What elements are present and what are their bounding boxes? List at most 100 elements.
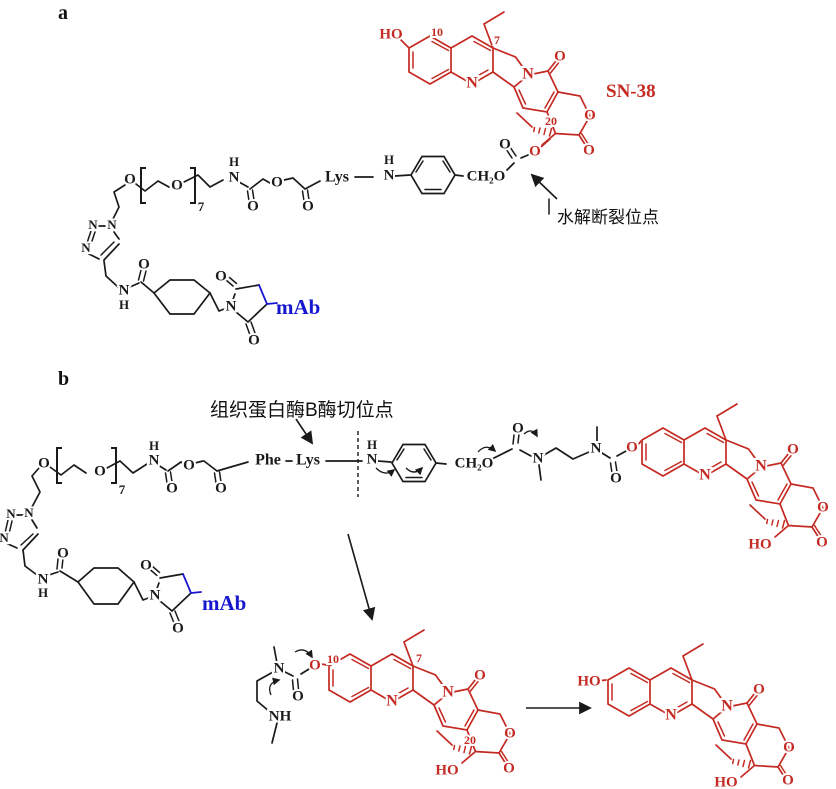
atom-label: O [166,480,178,496]
atom-label: O [512,420,524,436]
atom-label: N [81,240,91,255]
atom-label: O [787,441,799,457]
atom-label: HO [714,774,737,789]
mab-label-panel-b: mAb [202,591,247,615]
panel-a-sn38-extras [399,38,551,148]
atom-label: N [226,298,237,314]
panel-a-linker [86,146,529,336]
panel-a-letter: a [58,2,68,24]
atom-label: HO [379,26,402,42]
atom-label: N [38,571,49,587]
atom-label: 7 [198,199,205,214]
atom-label: N [591,440,602,456]
atom-label: O [292,688,304,704]
hydrolysis-site-note: 水解断裂位点 [557,208,659,227]
atom-label: N [665,707,677,724]
atom-label: 10 [327,652,339,666]
release-arrow-down [347,533,376,621]
atom-label: N [755,458,767,475]
hydrolysis-arrow [530,173,558,215]
atom-label: O [124,171,136,187]
intermediate-carbamate [256,646,313,744]
atom-label: O [584,107,596,123]
atom-label: HO [748,536,771,552]
atom-label: H [229,154,239,169]
atom-label: H [367,437,377,452]
atom-label: N [229,169,240,185]
mab-label-panel-a: mAb [276,295,321,319]
atom-label: O [529,143,541,159]
atom-label: O [302,198,314,214]
atom-label: N [149,452,160,468]
atom-label: O [783,739,795,755]
cathepsin-site-note: 组织蛋白酶B酶切位点 [210,400,394,421]
atom-label: Phe [255,452,281,469]
final-sn38-extras [596,679,607,682]
atom-label: N [384,167,395,183]
atom-label: Lys [325,169,349,186]
atom-label: NH [269,708,292,724]
atom-label: O [140,557,152,573]
atom-label: N [721,698,733,715]
atom-label: O [817,499,829,515]
atom-label: O [138,256,150,272]
atom-label: O [172,620,184,636]
atom-label: N [533,450,544,466]
atom-label: O [503,760,515,776]
atom-label: N [119,282,130,298]
atom-label: N [274,660,285,676]
atom-label: O [57,545,69,561]
sn38-core-panel-b [641,403,824,539]
atom-label: O [309,657,321,673]
atom-label: O [626,439,638,455]
sn38-core-released [607,643,790,779]
atom-label: N [150,587,161,603]
atom-label: H [384,152,394,167]
atom-label: O [215,480,227,496]
atom-label: N [466,75,478,92]
atom-label: 10 [431,25,443,39]
atom-label: 20 [545,114,557,128]
atom-label: O [554,48,566,64]
atom-label: 7 [494,33,500,47]
atom-label: O [753,681,765,697]
atom-label: 20 [464,733,476,747]
atom-label: O [94,463,106,479]
sn38-name-label: SN-38 [606,81,656,102]
atom-label: CH₂O [455,455,494,471]
atom-label: N [107,217,117,232]
panel-b-linker [4,426,627,624]
atom-label: O [247,198,259,214]
intermediate-sn38-extras [320,663,328,666]
atom-label: CH₂O [467,168,506,184]
cathepsin-arrow [295,418,314,445]
atom-label: O [38,455,50,471]
panel-b-sn38-extras [637,440,642,446]
atom-label: N [522,66,534,83]
atom-label: N [24,505,34,520]
atom-label: O [610,470,622,486]
atom-label: Lys [296,452,320,469]
atom-label: H [149,438,159,453]
atom-label: N [88,217,98,232]
atom-label: O [183,457,195,473]
atom-label: O [248,332,260,348]
atom-label: N [367,451,378,467]
atom-label: O [782,772,794,788]
atom-label: O [816,534,828,550]
panel-b-letter: b [58,368,70,390]
atom-label: O [215,268,227,284]
atom-label: N [386,693,398,710]
atom-label: O [504,725,516,741]
atom-label: O [171,177,183,193]
atom-label: H [38,585,48,600]
atom-label: O [271,174,283,190]
atom-label: O [499,136,511,152]
atom-label: HO [577,673,600,689]
atom-label: H [119,297,129,312]
atom-label: HO [435,762,458,778]
atom-label: N [0,530,9,545]
